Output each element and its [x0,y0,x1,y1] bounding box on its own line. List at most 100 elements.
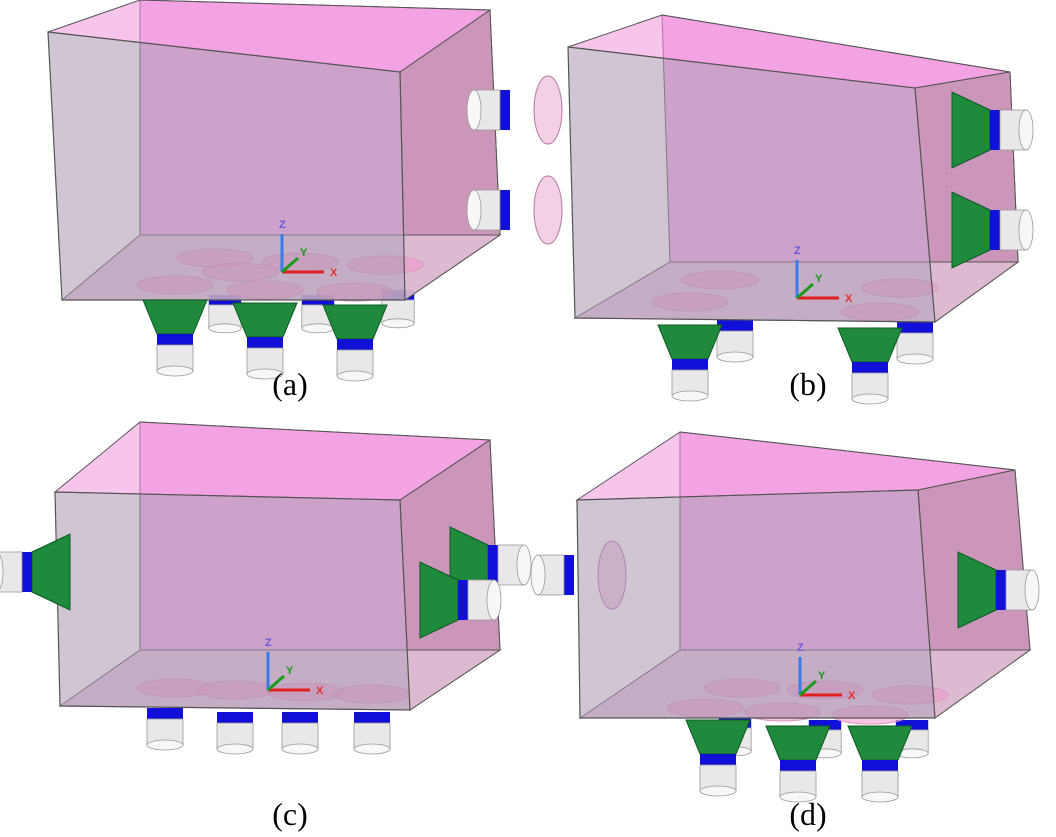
horn-antenna [142,299,208,377]
y-axis-arrow [799,679,817,697]
waveguide-end [156,365,194,377]
waveguide-end [208,323,242,334]
horn-band [500,190,510,230]
horn-antenna [146,708,184,751]
waveguide-end [246,368,284,380]
horn-band [897,322,933,333]
waveguide-end [486,579,502,621]
waveguide-end [301,323,335,334]
waveguide-end [896,353,934,365]
waveguide-end [716,351,754,363]
waveguide-end [530,554,546,596]
horn-antenna [896,322,934,365]
panel-a: ZXY [47,0,502,382]
horn-band [895,720,929,730]
side-horn-antenna [951,91,1034,169]
y-axis-arrow [267,674,285,692]
y-axis-label: Y [818,670,826,682]
horn-aperture [533,75,563,145]
horn-band [808,720,842,730]
horn-antenna [765,725,831,803]
panel-label-d: (d) [789,796,827,832]
horn-antenna [208,295,242,334]
horn-aperture [533,175,563,245]
panel-label-c: (c) [272,796,308,832]
y-axis-arrow [281,256,299,274]
horn-antenna [716,320,754,363]
horn-flare [142,299,208,335]
panel-d: Z X Y [530,431,1040,803]
y-axis-label: Y [286,665,294,677]
waveguide [0,551,23,593]
horn-flare [31,533,71,611]
waveguide-end [0,554,4,590]
horn-flare [657,324,723,360]
panel-label-a: (a) [272,366,308,402]
horn-band [488,545,498,585]
box-front-face [567,46,936,323]
horn-flare [837,327,903,363]
waveguide-end [353,743,391,755]
horn-band [996,570,1006,610]
waveguide-end [381,318,415,329]
waveguide-end [336,370,374,382]
horn-band [217,712,253,723]
horn-antenna [657,324,723,402]
waveguide-end [851,393,889,405]
waveguide-end [671,390,709,402]
horn-band [147,708,183,719]
waveguide-end [216,743,254,755]
z-axis-label: Z [797,642,804,654]
horn-band [157,334,193,345]
z-axis-label: Z [279,219,286,231]
horn-band [700,754,736,765]
x-axis-label: X [848,690,856,702]
horn-band [990,210,1000,250]
horn-band [852,362,888,373]
waveguide-end [1024,569,1040,611]
waveguide-end [516,544,532,586]
horn-band [22,552,32,592]
horn-band [354,712,390,723]
horn-band [564,555,574,595]
waveguide-end [779,791,817,803]
horn-band [247,337,283,348]
horn-antenna [232,302,298,380]
box-front-face [47,31,406,301]
z-axis-label: Z [794,245,801,257]
y-axis-label: Y [300,247,308,259]
box-front-face [576,489,936,719]
horn-band [282,712,318,723]
horn-band [458,580,468,620]
waveguide-end [1018,209,1034,251]
horn-antenna [281,712,319,755]
side-horn-antenna [466,175,563,245]
horn-antenna [685,719,751,797]
horn-antenna [216,712,254,755]
horn-band [500,90,510,130]
side-horn-antenna [957,551,1040,629]
waveguide-end [699,785,737,797]
waveguide-end [861,791,899,803]
waveguide-end [466,189,482,231]
x-axis-label: X [845,293,853,305]
horn-flare [232,302,298,338]
horn-band [862,760,898,771]
box-front-face [54,491,411,711]
horn-band [780,760,816,771]
horn-band [717,320,753,331]
z-axis-label: Z [265,637,272,649]
y-axis-arrow [796,282,814,300]
waveguide-end [281,743,319,755]
waveguide-end [146,739,184,751]
horn-antenna [847,725,913,803]
waveguide [896,332,934,360]
horn-antenna [353,712,391,755]
side-horn-antenna [466,75,563,145]
horn-band [672,359,708,370]
horn-antenna [837,327,903,405]
side-horn-antenna [419,561,502,639]
panel-b: ZXY [466,14,1034,405]
